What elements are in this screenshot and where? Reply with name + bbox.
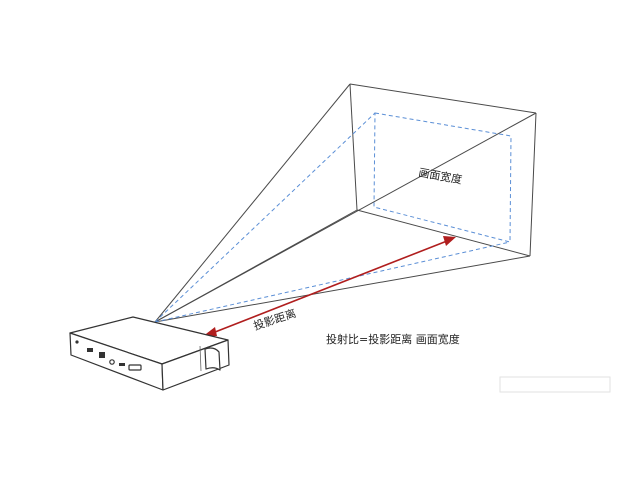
hdmi-port-icon	[99, 352, 105, 358]
vent-slot-icon	[128, 364, 142, 371]
formula-label: 投射比=投影距离 画面宽度	[326, 332, 460, 346]
screen-width-label: 画面宽度	[417, 165, 463, 186]
audio-port-icon	[109, 359, 115, 365]
screen-top-edge	[349, 83, 537, 114]
screen-left-edge	[349, 83, 358, 211]
arrow-head-end	[443, 236, 456, 246]
image-area-rect	[373, 112, 512, 243]
dashed-ray-bottom	[154, 241, 511, 323]
screen-right-edge	[529, 112, 537, 257]
power-led-icon	[75, 340, 79, 344]
throw-distance-label: 投影距离	[252, 306, 298, 333]
projector	[69, 316, 230, 391]
throw-distance-arrow	[202, 236, 456, 337]
ray-bottom-left	[154, 209, 358, 323]
image-area-dashed	[154, 112, 512, 323]
watermark-box	[499, 376, 611, 393]
usb-port-icon	[87, 348, 93, 352]
dashed-ray-top	[154, 112, 376, 323]
dc-port-icon	[119, 363, 125, 366]
projection-frame	[154, 83, 537, 323]
projector-lens-cap	[204, 347, 221, 371]
ray-top-left	[154, 83, 351, 323]
ray-bottom-right	[154, 255, 531, 323]
screen-bottom-edge	[356, 209, 531, 257]
